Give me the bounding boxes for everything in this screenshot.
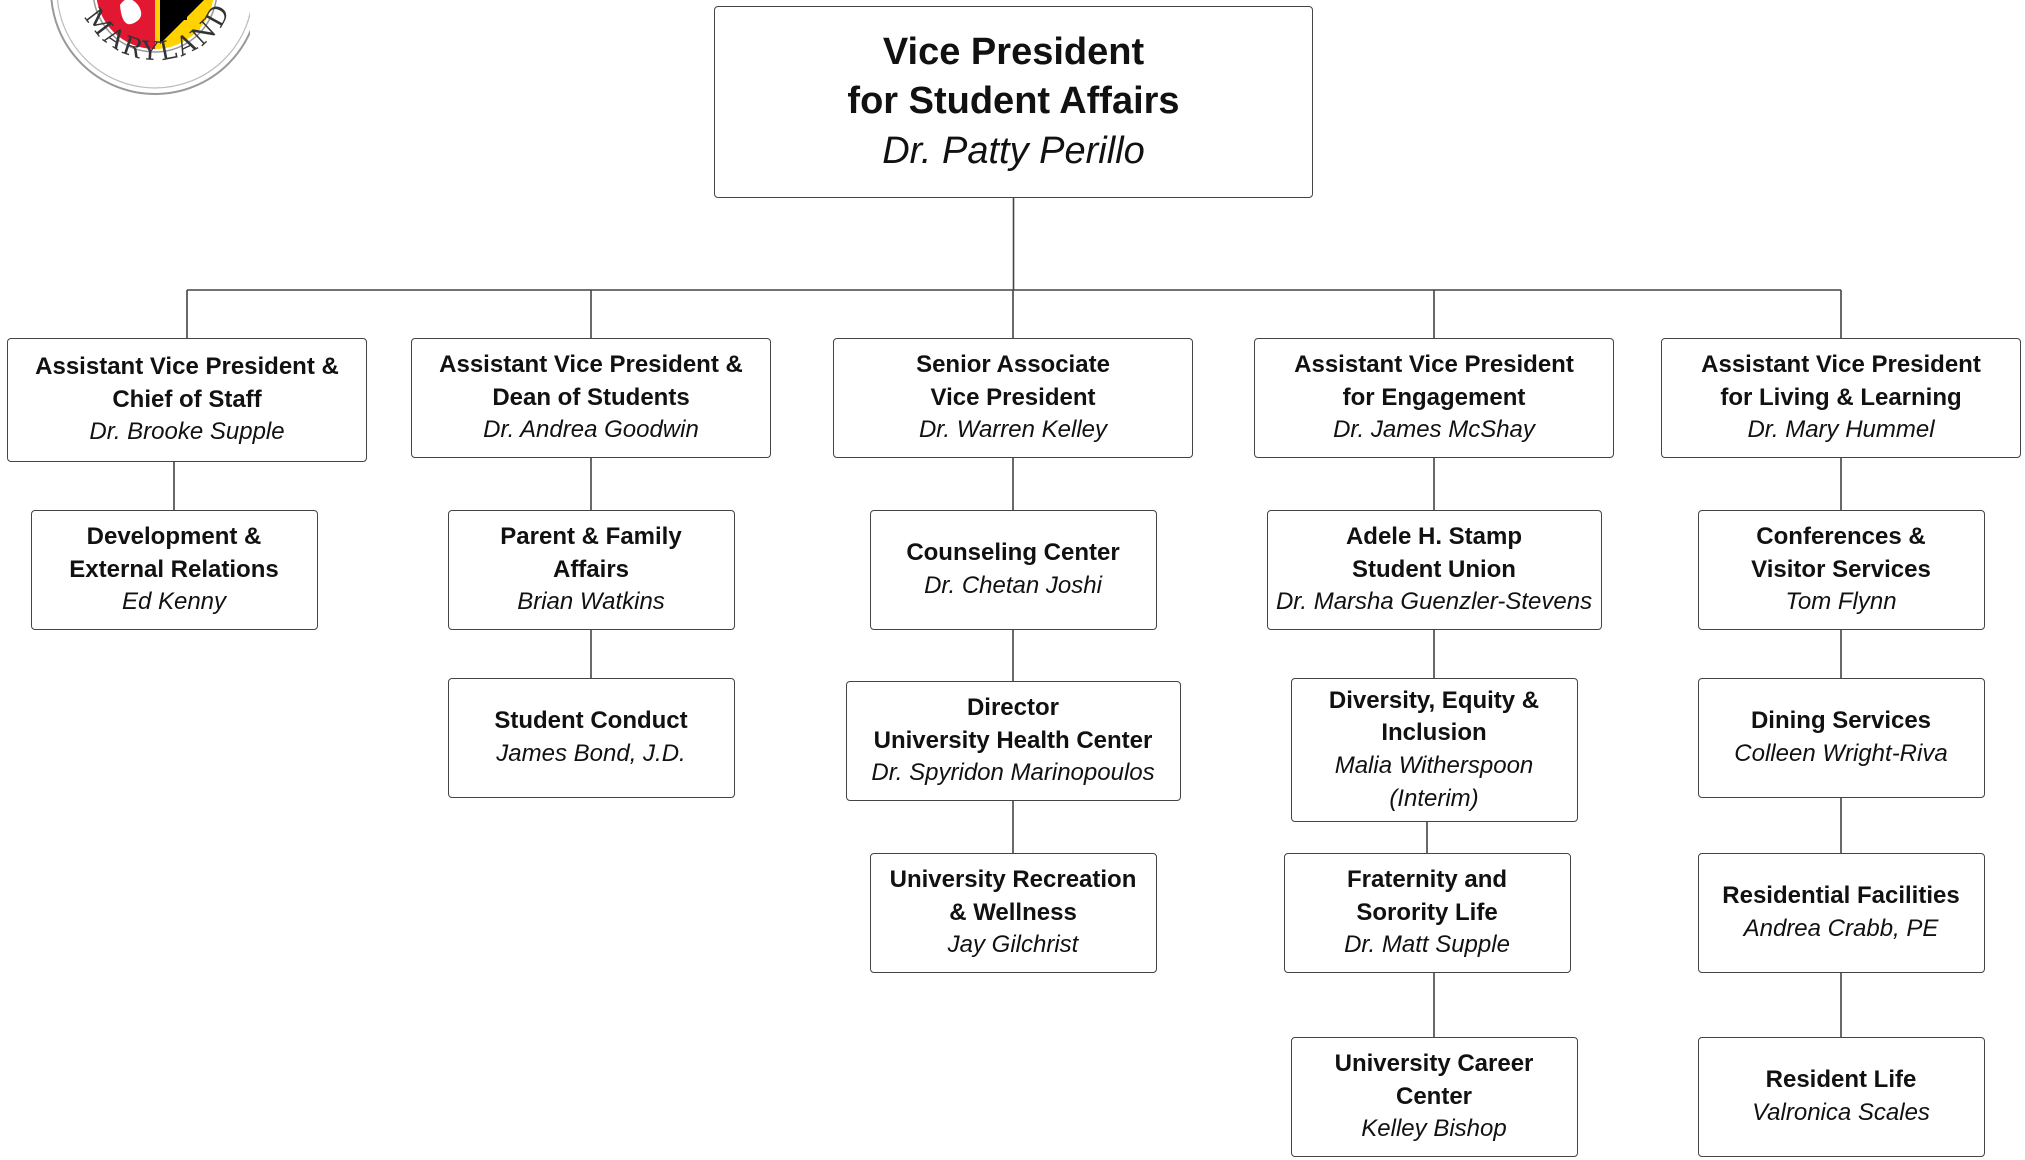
person-name: Tom Flynn [1785, 588, 1897, 616]
org-box-assistant-vice-president-dean-of-students: Assistant Vice President & Dean of Stude… [411, 338, 771, 458]
person-name: Dr. Chetan Joshi [924, 572, 1102, 599]
box-title: Resident Life [1765, 1066, 1917, 1094]
person-name: Jay Gilchrist [947, 931, 1079, 959]
person-name: Dr. Spyridon Marinopoulos [871, 759, 1155, 787]
box-title: Assistant Vice President for Engagement [1294, 351, 1574, 411]
box-title: Director University Health Center [873, 694, 1153, 754]
box-title: Counseling Center [906, 539, 1120, 567]
person-name: Dr. Warren Kelley [918, 416, 1108, 444]
person-name: Brian Watkins [517, 588, 665, 616]
person-name: Andrea Crabb, PE [1743, 915, 1939, 942]
seal-icon: MARYLAND [50, 0, 250, 95]
box-title: Vice President for Student Affairs [847, 30, 1180, 123]
person-name: Dr. James McShay [1333, 416, 1535, 444]
person-name: Dr. Brooke Supple [89, 418, 285, 446]
org-box-development-external-relations: Development & External Relations Ed Kenny [30, 510, 318, 630]
person-name: Ed Kenny [121, 588, 227, 616]
university-seal-logo: MARYLAND [0, 0, 250, 110]
box-title: Assistant Vice President & Dean of Stude… [439, 351, 743, 411]
box-title: Development & External Relations [69, 523, 279, 583]
person-name: James Bond, J.D. [496, 740, 686, 767]
person-name: Malia Witherspoon (Interim) [1334, 752, 1534, 812]
box-title: Adele H. Stamp Student Union [1345, 523, 1523, 583]
person-name: Dr. Matt Supple [1344, 931, 1510, 959]
person-name: Dr. Mary Hummel [1747, 416, 1935, 444]
person-name: Kelley Bishop [1361, 1115, 1507, 1143]
connector-lines [173, 198, 1842, 1037]
box-title: Conferences & Visitor Services [1751, 523, 1931, 583]
box-title: Assistant Vice President & Chief of Staf… [35, 353, 339, 413]
org-box-assistant-vice-president-chief-of-staff: Assistant Vice President & Chief of Staf… [7, 338, 367, 462]
person-name: Dr. Marsha Guenzler-Stevens [1275, 588, 1593, 616]
person-name: Valronica Scales [1752, 1099, 1930, 1126]
box-title: Residential Facilities [1722, 882, 1960, 910]
box-title: Parent & Family Affairs [500, 523, 682, 583]
person-name: Colleen Wright-Riva [1734, 740, 1948, 767]
box-title: Student Conduct [494, 707, 688, 735]
box-title: Senior Associate Vice President [916, 351, 1110, 411]
box-title: Dining Services [1750, 707, 1932, 735]
box-title: Assistant Vice President for Living & Le… [1701, 351, 1981, 411]
person-name: Dr. Patty Perillo [882, 129, 1145, 172]
box-title: Diversity, Equity & Inclusion [1328, 686, 1540, 747]
person-name: Dr. Andrea Goodwin [483, 416, 699, 444]
box-title: Fraternity and Sorority Life [1346, 866, 1508, 926]
box-title: University Career Center [1334, 1050, 1534, 1110]
org-box-assistant-vice-president-for-living-learning: Assistant Vice President for Living & Le… [1661, 338, 2021, 458]
box-title: University Recreation & Wellness [889, 866, 1137, 926]
